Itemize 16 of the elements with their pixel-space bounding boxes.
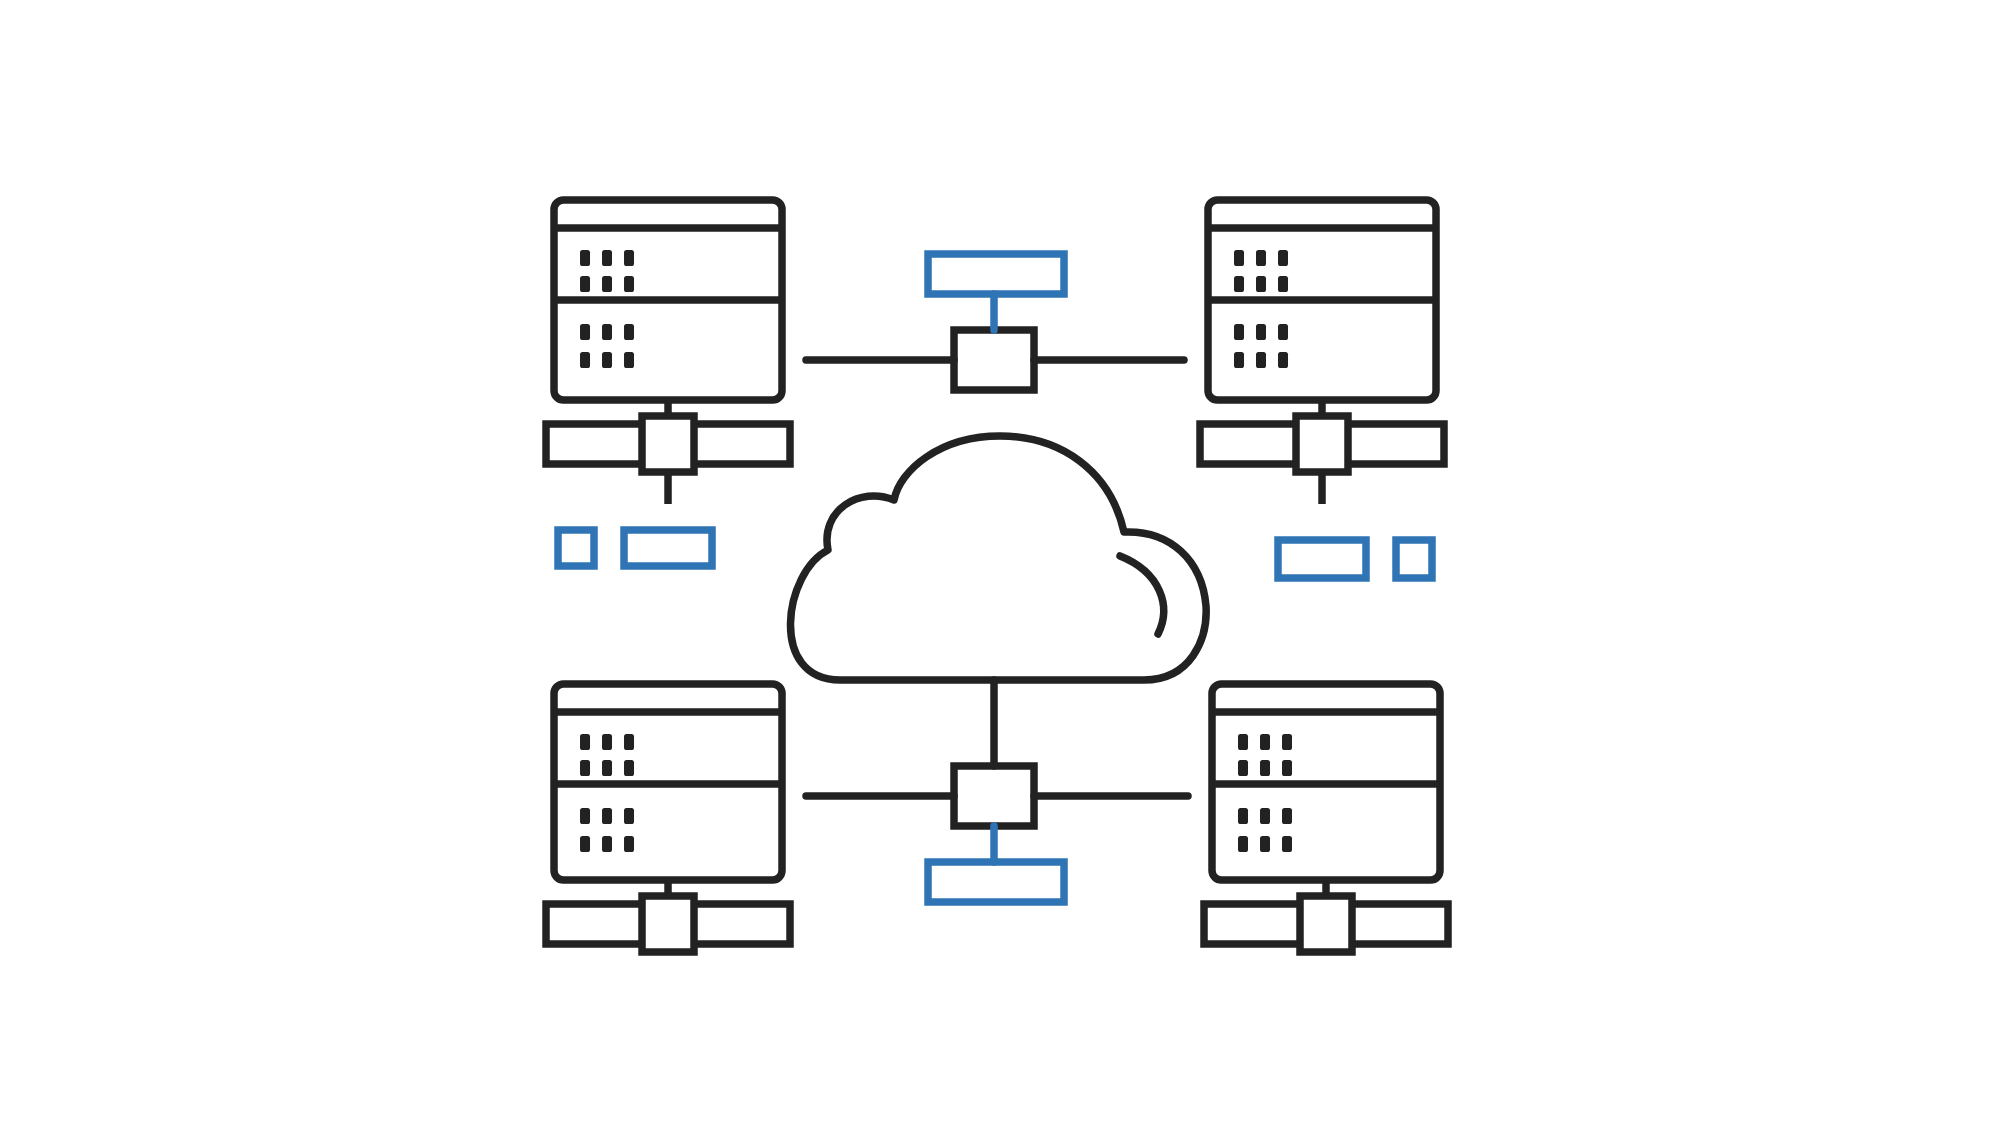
- server-drawing: [1200, 680, 1452, 956]
- network-box: [924, 858, 1068, 906]
- connector-line: [802, 356, 958, 364]
- server-drawing: [542, 196, 794, 570]
- connector-line: [990, 676, 998, 770]
- connector-line: [990, 822, 998, 866]
- server-drawing: [542, 680, 794, 956]
- connector-box: [950, 326, 1038, 394]
- server-drawing: [1196, 196, 1448, 582]
- connector-box: [950, 762, 1038, 830]
- connector-line: [802, 792, 958, 800]
- cloud-shape: [786, 432, 1210, 684]
- connector-line: [990, 290, 998, 334]
- network-box: [924, 250, 1068, 298]
- connector-line: [1030, 792, 1192, 800]
- connector-line: [1030, 356, 1188, 364]
